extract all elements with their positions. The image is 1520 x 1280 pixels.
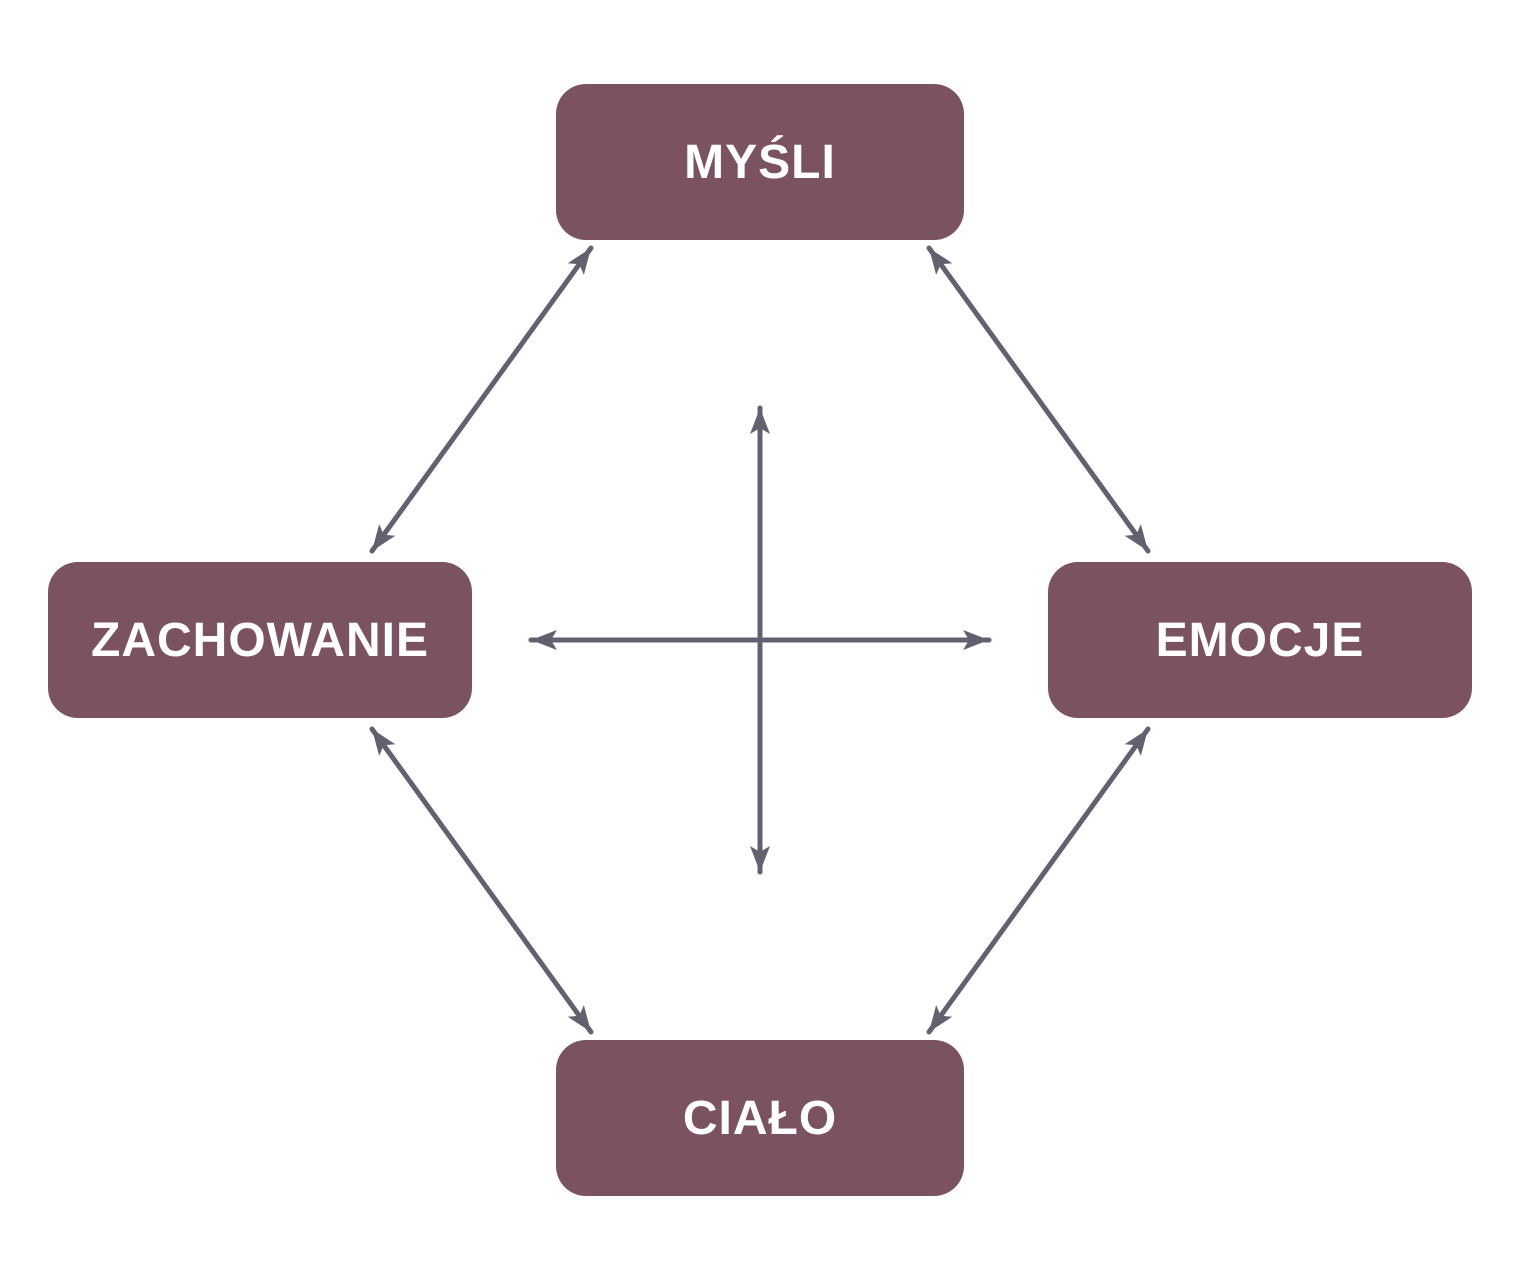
arrowhead-top-bottom-start (750, 408, 770, 434)
node-zachowanie-label: ZACHOWANIE (91, 613, 429, 667)
node-mysli: MYŚLI (556, 84, 964, 240)
arrow-group (369, 245, 1151, 1035)
node-mysli-label: MYŚLI (684, 135, 836, 189)
arrowhead-top-left-end (372, 524, 396, 551)
arrowhead-right-bottom-end (929, 1005, 953, 1032)
node-cialo: CIAŁO (556, 1040, 964, 1196)
arrowhead-top-left-start (567, 248, 591, 275)
arrowhead-top-right-start (929, 248, 953, 275)
node-zachowanie: ZACHOWANIE (48, 562, 472, 718)
connector-top-right (926, 245, 1151, 554)
arrowhead-left-right-end (963, 630, 989, 650)
connector-top-left (369, 245, 594, 554)
arrowhead-top-right-end (1124, 524, 1148, 551)
arrowhead-left-bottom-end (567, 1005, 591, 1032)
arrowhead-left-right-start (531, 630, 557, 650)
connector-left-bottom (369, 726, 594, 1035)
arrowhead-right-bottom-start (1124, 729, 1148, 756)
arrowhead-top-bottom-end (750, 846, 770, 872)
node-emocje-label: EMOCJE (1155, 613, 1365, 667)
connector-right-bottom (926, 726, 1151, 1035)
arrowhead-left-bottom-start (372, 729, 396, 756)
node-cialo-label: CIAŁO (682, 1091, 838, 1145)
node-emocje: EMOCJE (1048, 562, 1472, 718)
